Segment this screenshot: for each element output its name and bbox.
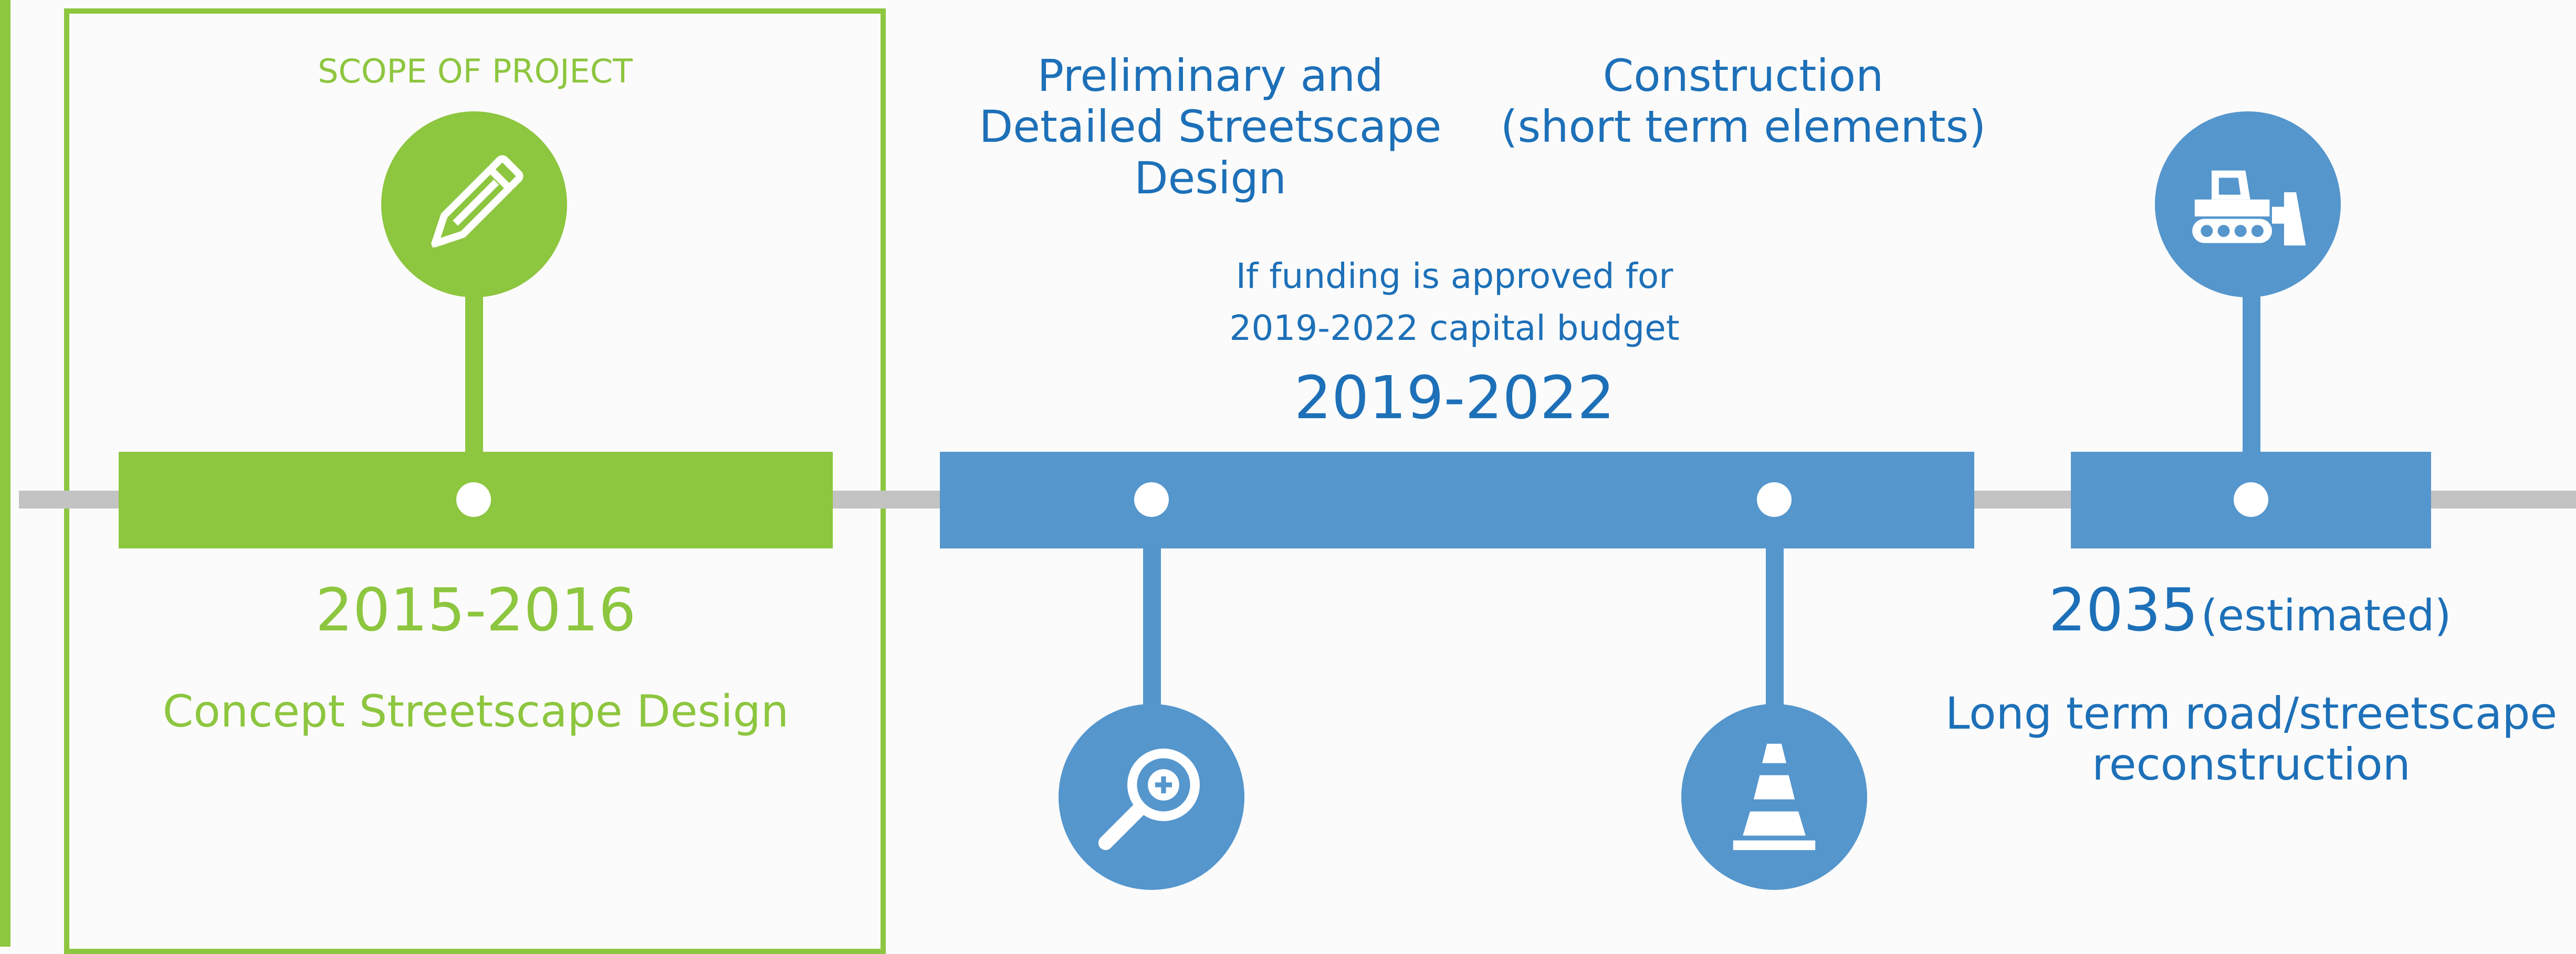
long-term-icon-circle (2155, 111, 2341, 297)
long-term-years-label: 2035 (estimated) (2006, 576, 2494, 645)
long-term-description-line-2: reconstruction (2092, 739, 2411, 791)
traffic-cone-icon (1733, 743, 1816, 851)
design-construction-phase-bar (940, 452, 1974, 548)
funding-note-line-2: 2019-2022 capital budget (1229, 308, 1680, 348)
long-term-description: Long term road/streetscape reconstructio… (1943, 688, 2560, 791)
left-accent-rule (0, 0, 11, 947)
long-term-description-line-1: Long term road/streetscape (1945, 688, 2558, 739)
concept-milestone-dot (456, 482, 491, 517)
scope-of-project-label: SCOPE OF PROJECT (318, 52, 633, 90)
construction-milestone-dot (1757, 482, 1792, 517)
concept-icon-circle (381, 111, 567, 297)
pencil-icon (431, 155, 523, 248)
preliminary-design-title-line-3: Design (1134, 152, 1287, 204)
bulldozer-icon (2192, 170, 2306, 246)
construction-title-line-1: Construction (1603, 50, 1884, 101)
long-term-years-note: (estimated) (2201, 591, 2452, 641)
construction-icon-circle (1681, 704, 1867, 890)
concept-years-label: 2015-2016 (315, 576, 636, 645)
preliminary-design-title-line-2: Detailed Streetscape (979, 101, 1442, 153)
funding-note: If funding is approved for 2019-2022 cap… (1155, 250, 1754, 354)
funding-note-line-1: If funding is approved for (1235, 256, 1673, 296)
long-term-years: 2035 (2048, 576, 2198, 645)
construction-title-line-2: (short term elements) (1500, 101, 1986, 153)
concept-description: Concept Streetscape Design (162, 686, 789, 737)
design-icon-circle (1059, 704, 1244, 890)
long-term-milestone-dot (2234, 482, 2268, 517)
preliminary-design-title: Preliminary and Detailed Streetscape Des… (940, 50, 1481, 204)
preliminary-design-title-line-1: Preliminary and (1037, 50, 1384, 101)
design-construction-years-label: 2019-2022 (1294, 364, 1615, 432)
design-milestone-dot (1134, 482, 1169, 517)
magnifier-plus-icon (1098, 749, 1200, 851)
construction-title: Construction (short term elements) (1481, 50, 2006, 153)
design-stem (1143, 541, 1161, 720)
construction-stem (1766, 541, 1784, 720)
